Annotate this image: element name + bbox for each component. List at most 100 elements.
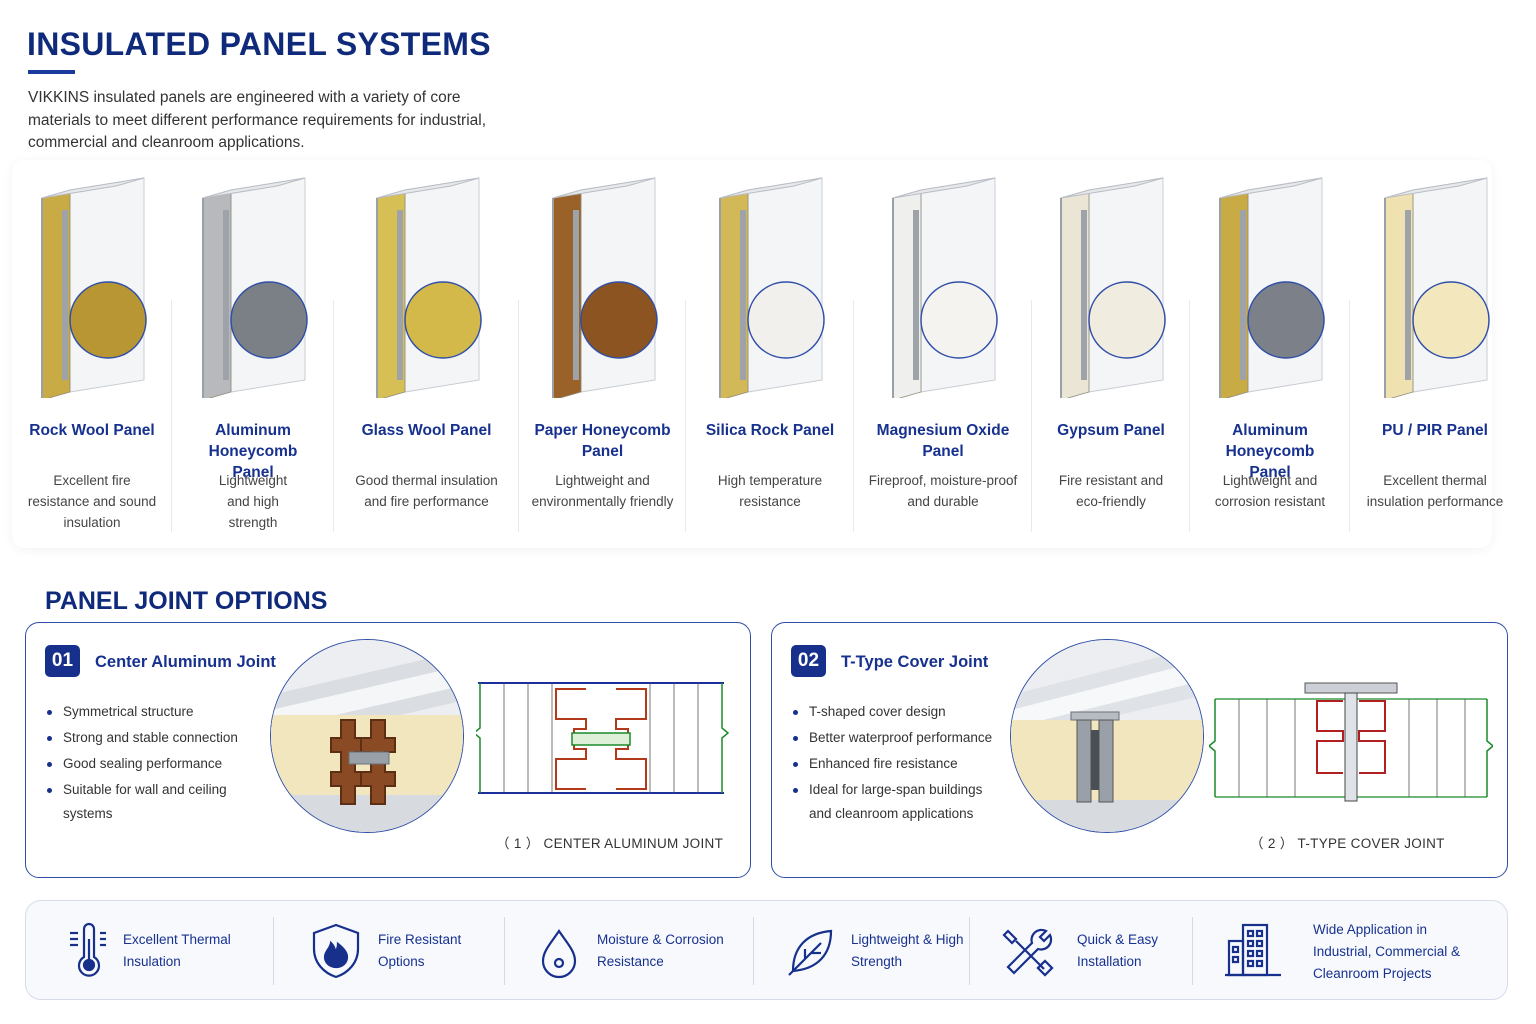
joint-feature: Symmetrical structure (46, 700, 256, 724)
thermometer-icon (56, 919, 120, 983)
divider (753, 917, 754, 985)
feature-label: Quick & Easy Installation (1077, 932, 1159, 969)
panel-name: Glass Wool Panel (361, 422, 492, 439)
joints-heading: PANEL JOINT OPTIONS (45, 587, 328, 615)
panel-illustration (551, 177, 658, 401)
leaf-icon (781, 919, 845, 983)
tools-icon (998, 919, 1062, 983)
joint-card-t-type-cover: 02 T-Type Cover Joint T-shaped cover des… (771, 622, 1508, 878)
intro-text: VIKKINS insulated panels are engineered … (28, 89, 487, 151)
feature-item: Quick & Easy Installation (998, 901, 1198, 1001)
joint-feature: Enhanced fire resistance (792, 752, 1002, 776)
panel-card-aluminum-honeycomb-2: Aluminum Honeycomb Panel Lightweight and… (1190, 160, 1350, 548)
panel-description: Lightweight and corrosion resistant (1214, 473, 1326, 509)
joint-zoom-view (270, 639, 464, 833)
joint-feature: T-shaped cover design (792, 700, 1002, 724)
panel-description: Good thermal insulation and fire perform… (355, 473, 498, 509)
panel-description: High temperature resistance (717, 473, 823, 509)
panel-name: Aluminum Honeycomb Panel (1225, 422, 1315, 481)
fire-shield-icon (304, 919, 368, 983)
panel-name: Silica Rock Panel (705, 422, 835, 439)
panel-card-pu-pir: PU / PIR Panel Excellent thermal insulat… (1350, 160, 1520, 548)
joint-feature-list: T-shaped cover design Better waterproof … (792, 700, 1002, 828)
panel-image (357, 170, 497, 401)
panel-image (1200, 170, 1340, 401)
feature-label: Excellent Thermal Insulation (123, 932, 231, 969)
divider (969, 917, 970, 985)
panel-card-glass-wool: Glass Wool Panel Good thermal insulation… (334, 160, 519, 548)
divider (518, 300, 519, 532)
feature-label: Fire Resistant Options (378, 932, 462, 969)
joint-card-center-aluminum: 01 Center Aluminum Joint Symmetrical str… (25, 622, 751, 878)
panel-description: Fireproof, moisture-proof and durable (868, 473, 1018, 509)
panel-card-aluminum-honeycomb: Aluminum Honeycomb Panel Lightweight and… (172, 160, 334, 548)
panel-illustration (1384, 177, 1490, 401)
panel-description: Fire resistant and eco-friendly (1058, 473, 1164, 509)
panel-card-silica-rock: Silica Rock Panel High temperature resis… (686, 160, 854, 548)
divider (1349, 300, 1350, 532)
feature-item: Excellent Thermal Insulation (56, 901, 256, 1001)
divider (1189, 300, 1190, 532)
joint-title: Center Aluminum Joint (95, 653, 276, 671)
panel-image (1041, 170, 1181, 401)
divider (171, 300, 172, 532)
panel-name: Paper Honeycomb Panel (534, 422, 671, 460)
divider (1031, 300, 1032, 532)
divider (504, 917, 505, 985)
panel-image (1365, 170, 1505, 401)
feature-item: Fire Resistant Options (304, 901, 504, 1001)
panel-description: Excellent thermal insulation performance (1366, 473, 1504, 509)
panel-description: Lightweight and high strength (218, 473, 288, 530)
joint-caption: （ 1 ） CENTER ALUMINUM JOINT (496, 836, 724, 851)
panel-card-paper-honeycomb: Paper Honeycomb Panel Lightweight and en… (519, 160, 686, 548)
panel-image (533, 170, 673, 401)
joint-number-badge: 01 (45, 645, 80, 677)
joint-feature: Ideal for large-span buildings and clean… (792, 778, 1002, 826)
page-title: INSULATED PANEL SYSTEMS (27, 26, 491, 62)
panel-illustration (41, 177, 147, 401)
panel-image (700, 170, 840, 401)
feature-item: Moisture & Corrosion Resistance (531, 901, 751, 1001)
feature-label: Lightweight & High Strength (851, 932, 964, 969)
feature-label: Wide Application in Industrial, Commerci… (1313, 922, 1461, 981)
divider (853, 300, 854, 532)
panel-name: Rock Wool Panel (29, 422, 155, 439)
joint-title: T-Type Cover Joint (841, 653, 989, 671)
title-underline (28, 70, 75, 74)
panel-name: Magnesium Oxide Panel (876, 422, 1010, 460)
divider (273, 917, 274, 985)
panel-illustration (719, 177, 825, 401)
panel-description: Lightweight and environmentally friendly (531, 473, 674, 509)
panel-image (183, 170, 323, 401)
joint-feature: Good sealing performance (46, 752, 256, 776)
panel-description: Excellent fire resistance and sound insu… (27, 473, 157, 530)
building-icon (1223, 919, 1287, 983)
divider (1192, 917, 1193, 985)
divider (333, 300, 334, 532)
panel-card-gypsum: Gypsum Panel Fire resistant and eco-frie… (1032, 160, 1190, 548)
joint-caption: （ 2 ） T-TYPE COVER JOINT (1250, 836, 1445, 851)
feature-item: Lightweight & High Strength (781, 901, 981, 1001)
panel-illustration (892, 177, 998, 401)
joint-diagram (1207, 679, 1495, 814)
panel-image (22, 170, 162, 401)
panel-name: Aluminum Honeycomb Panel (208, 422, 298, 481)
joint-number-badge: 02 (791, 645, 826, 677)
feature-item: Wide Application in Industrial, Commerci… (1223, 901, 1493, 1001)
panel-types-row: Rock Wool Panel Excellent fire resistanc… (12, 160, 1503, 548)
panel-card-rock-wool: Rock Wool Panel Excellent fire resistanc… (12, 160, 172, 548)
panel-illustration (1219, 177, 1325, 401)
panel-name: PU / PIR Panel (1382, 422, 1488, 439)
feature-label: Moisture & Corrosion Resistance (597, 932, 724, 969)
panel-illustration (1060, 177, 1166, 401)
joint-feature: Strong and stable connection (46, 726, 256, 750)
divider (685, 300, 686, 532)
panel-illustration (375, 177, 482, 401)
features-bar: Excellent Thermal Insulation Fire Resist… (25, 900, 1508, 1000)
panel-card-magnesium-oxide: Magnesium Oxide Panel Fireproof, moistur… (854, 160, 1032, 548)
joint-feature-list: Symmetrical structure Strong and stable … (46, 700, 256, 828)
joint-diagram (472, 663, 738, 808)
panel-illustration (202, 177, 308, 401)
panel-image (873, 170, 1013, 401)
joint-feature: Better waterproof performance (792, 726, 1002, 750)
